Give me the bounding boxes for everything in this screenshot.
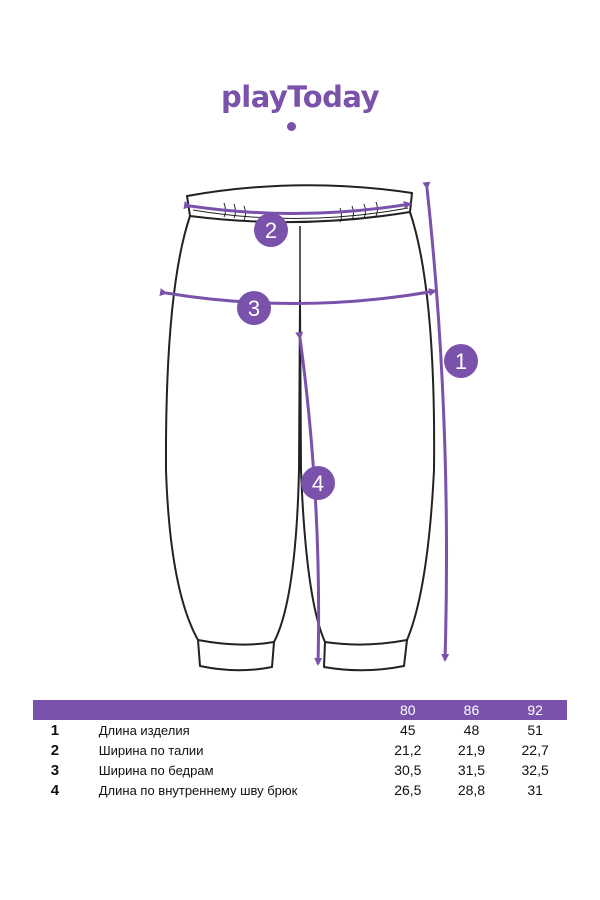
size-header-row: 80 86 92: [33, 700, 567, 720]
pants-diagram: 1 2 3 4: [159, 181, 478, 672]
table-row: 1 Длина изделия 45 48 51: [33, 720, 567, 740]
brand-logo: playToday: [221, 80, 379, 114]
row-value: 32,5: [521, 762, 549, 778]
row-name: Длина по внутреннему шву брюк: [98, 782, 298, 798]
size-header: 92: [503, 700, 567, 720]
logo-dot: [287, 122, 296, 131]
row-value: 21,2: [394, 742, 422, 758]
row-value: 31: [527, 782, 543, 798]
measure-lines: [159, 181, 450, 666]
row-value: 26,5: [394, 782, 422, 798]
svg-text:4: 4: [312, 471, 324, 496]
row-number: 3: [50, 761, 60, 779]
marker-1: 1: [444, 344, 478, 378]
marker-3: 3: [237, 291, 271, 325]
row-name: Длина изделия: [98, 722, 190, 738]
size-header: 80: [375, 700, 440, 720]
row-value: 28,8: [457, 782, 486, 798]
row-name: Ширина по бедрам: [98, 762, 214, 778]
measure-line-1: [422, 181, 450, 662]
table-row: 4 Длина по внутреннему шву брюк 26,5 28,…: [33, 780, 567, 800]
row-number: 4: [50, 781, 60, 799]
row-value: 30,5: [394, 762, 422, 778]
row-number: 2: [50, 741, 60, 759]
svg-text:1: 1: [455, 349, 467, 374]
row-value: 51: [527, 722, 543, 738]
row-value: 48: [463, 722, 480, 738]
measure-line-4: [295, 331, 323, 666]
marker-4: 4: [301, 466, 335, 500]
table-row: 2 Ширина по талии 21,2 21,9 22,7: [33, 740, 567, 760]
row-value: 45: [400, 722, 416, 738]
size-header: 86: [439, 700, 504, 720]
row-value: 21,9: [457, 742, 486, 758]
svg-text:2: 2: [265, 218, 277, 243]
table-row: 3 Ширина по бедрам 30,5 31,5 32,5: [33, 760, 567, 780]
row-number: 1: [50, 721, 60, 739]
marker-2: 2: [254, 213, 288, 247]
measure-line-2: [183, 201, 412, 216]
row-value: 22,7: [521, 742, 549, 758]
row-name: Ширина по талии: [98, 742, 204, 758]
row-value: 31,5: [457, 762, 486, 778]
size-table: 80 86 92 1 Длина изделия 45 48 51 2 Шири…: [33, 700, 567, 800]
pants-outline: [164, 184, 436, 672]
svg-text:3: 3: [248, 296, 260, 321]
measure-line-3: [159, 288, 437, 306]
